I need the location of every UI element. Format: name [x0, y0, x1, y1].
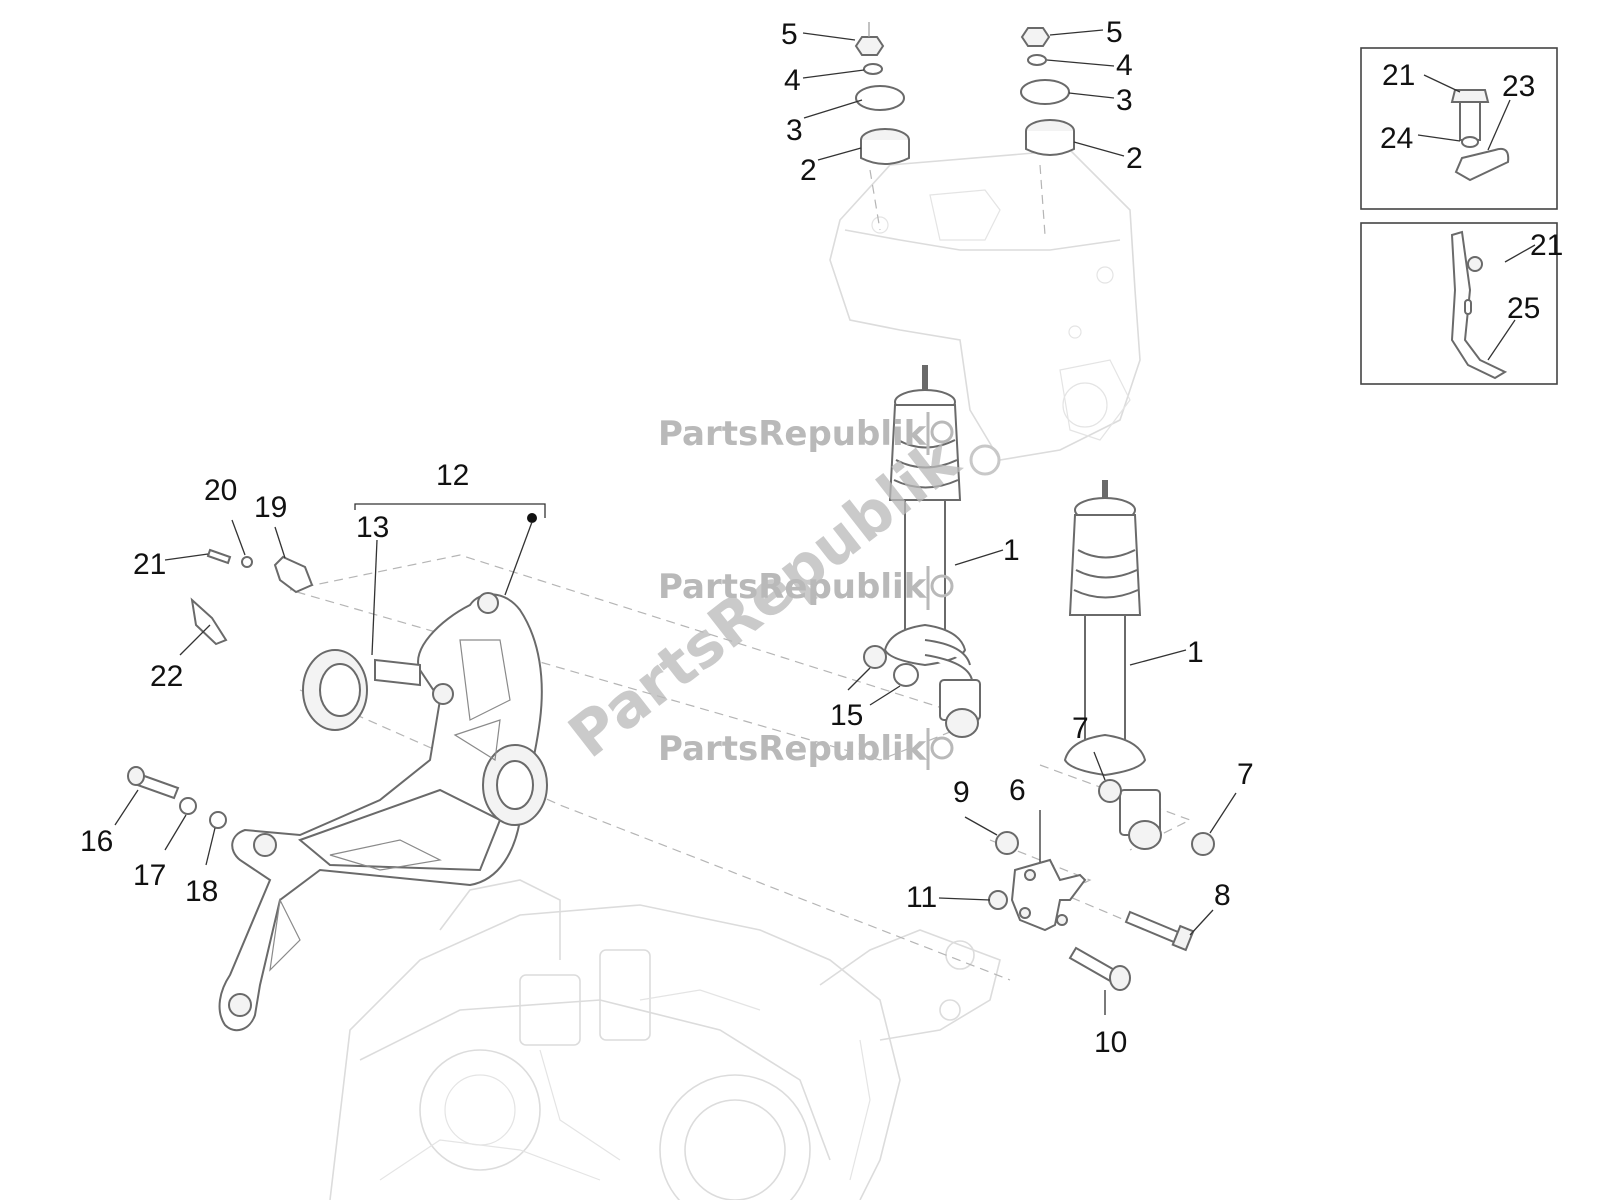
- callout-13: 13: [356, 511, 389, 544]
- callout-23: 23: [1502, 70, 1535, 103]
- part-number-labels: 5 4 3 2 5 4 3 2 1 1 7 7 6 9 11 8 10 15 1…: [80, 16, 1563, 1059]
- watermark-text: PartsRepublik: [658, 567, 928, 607]
- watermark-text: PartsRepublik: [658, 414, 928, 454]
- engine-ghost: [329, 879, 1001, 1200]
- callout-17: 17: [133, 859, 166, 892]
- callout-19: 19: [254, 491, 287, 524]
- gear-icon: [926, 412, 1001, 770]
- callout-2-left: 2: [800, 154, 817, 187]
- callout-21-inset-top: 21: [1382, 59, 1415, 92]
- shock-absorber-left: [883, 365, 981, 738]
- small-hardware: [127, 548, 1215, 991]
- callout-18: 18: [185, 875, 218, 908]
- callout-25: 25: [1507, 292, 1540, 325]
- callout-1-left: 1: [1003, 534, 1020, 567]
- callout-10: 10: [1094, 1026, 1127, 1059]
- callout-5-left: 5: [781, 18, 798, 51]
- callout-8: 8: [1214, 879, 1231, 912]
- callout-4-left: 4: [784, 64, 801, 97]
- callout-3-left: 3: [786, 114, 803, 147]
- callout-4-right: 4: [1116, 49, 1133, 82]
- upper-mount-left: [854, 22, 910, 165]
- callout-12: 12: [436, 459, 469, 492]
- callout-20: 20: [204, 474, 237, 507]
- callout-1-right: 1: [1187, 636, 1204, 669]
- shock-absorber-right: [1063, 480, 1162, 850]
- callout-7-left: 7: [1072, 712, 1089, 745]
- swingarm-bracket: [218, 592, 548, 1032]
- callout-3-right: 3: [1116, 84, 1133, 117]
- leader-lines: [114, 29, 1536, 1015]
- callout-5-right: 5: [1106, 16, 1123, 49]
- callout-16: 16: [80, 825, 113, 858]
- callout-7-right: 7: [1237, 758, 1254, 791]
- inset-box-top: [1360, 47, 1558, 210]
- callout-2-right: 2: [1126, 142, 1143, 175]
- callout-24: 24: [1380, 122, 1413, 155]
- callout-21-swingarm: 21: [133, 548, 166, 581]
- callout-21-inset-bottom: 21: [1530, 229, 1563, 262]
- watermarks: PartsRepublik PartsRepublik PartsRepubli…: [556, 412, 1001, 772]
- callout-22: 22: [150, 660, 183, 693]
- callout-15: 15: [830, 699, 863, 732]
- inset-box-bottom: [1360, 222, 1558, 385]
- callout-6: 6: [1009, 774, 1026, 807]
- watermark-text: PartsRepublik: [658, 729, 928, 769]
- bracket-6: [1010, 858, 1087, 932]
- upper-mount-right: [1020, 27, 1075, 156]
- callout-11: 11: [906, 881, 937, 914]
- bearing-13: [302, 649, 421, 731]
- assembly-bracket-12: [354, 503, 546, 656]
- callout-9: 9: [953, 776, 970, 809]
